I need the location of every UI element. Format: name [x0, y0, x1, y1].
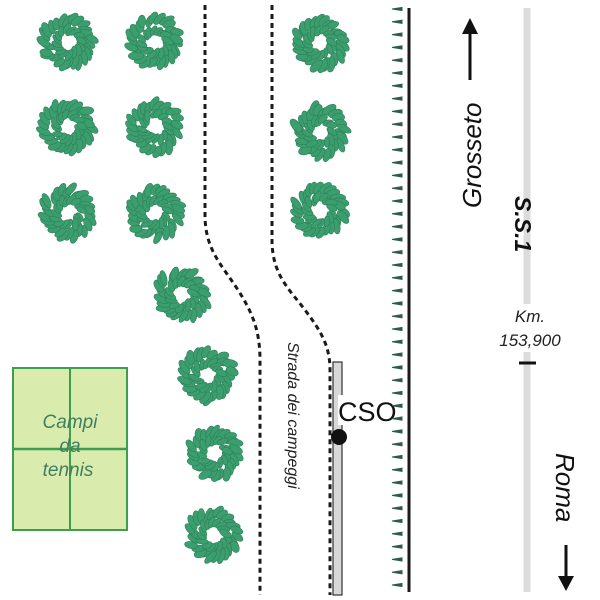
- highway-label: S.S.1: [510, 196, 536, 252]
- guardrail-tick: [391, 326, 403, 332]
- arrow-down-head-icon: [558, 576, 574, 591]
- guardrail-tick: [391, 429, 403, 434]
- tree-icon: [36, 12, 99, 72]
- direction-roma-label: Roma: [550, 453, 580, 522]
- tree-icon: [36, 99, 99, 157]
- guardrail-tick: [391, 275, 403, 280]
- guardrail-tick: [391, 173, 403, 178]
- guardrail-tick: [391, 198, 403, 204]
- tree-icon: [289, 100, 352, 162]
- guardrail-tick: [391, 109, 403, 114]
- camp-road-left-edge: [203, 5, 262, 595]
- tree-icon: [292, 13, 350, 74]
- km-label: Km.: [515, 307, 545, 326]
- guardrail-tick: [391, 390, 403, 396]
- guardrail-tick: [391, 250, 403, 255]
- direction-grosseto-label: Grosseto: [457, 103, 487, 209]
- guardrail-tick: [391, 493, 403, 498]
- guardrail-tick: [391, 480, 403, 485]
- guardrail-tick: [391, 352, 403, 357]
- guardrail-tick: [391, 134, 403, 140]
- guardrail-tick: [391, 45, 403, 50]
- guardrail-tick: [391, 6, 403, 12]
- tree-icon: [290, 181, 350, 239]
- guardrail-tick: [391, 416, 403, 421]
- tennis-label-line2: da: [59, 436, 80, 457]
- arrow-up-head-icon: [462, 18, 478, 34]
- tree-icon: [125, 96, 184, 159]
- station-bar: [332, 361, 343, 596]
- guardrail-tick: [391, 531, 403, 536]
- tennis-courts: Campi da tennis: [12, 367, 128, 531]
- guardrail-tick: [391, 96, 403, 101]
- guardrail-tick: [391, 365, 403, 370]
- tree-icon: [177, 345, 239, 407]
- direction-grosseto: Grosseto: [457, 18, 487, 208]
- camp-road-label: Strada dei campeggi: [284, 342, 301, 489]
- tree-icon: [184, 505, 244, 565]
- guardrail-tick: [391, 83, 403, 88]
- guardrail-tick: [391, 211, 403, 216]
- guardrail-tick: [391, 224, 403, 229]
- guardrail-tick: [391, 442, 403, 447]
- tennis-label-line3: tennis: [43, 460, 94, 481]
- camp-road-right-edge: [270, 5, 332, 595]
- guardrail-tick: [391, 288, 403, 293]
- guardrail-tick: [391, 122, 403, 127]
- guardrail-tick: [391, 403, 403, 408]
- guardrail-tick: [391, 314, 403, 319]
- guardrail-tick: [391, 518, 403, 524]
- guardrail-tick: [391, 160, 403, 165]
- tree-icon: [37, 182, 97, 244]
- tree-icon: [153, 266, 212, 323]
- tree-icon: [185, 424, 244, 482]
- guardrail-tick: [391, 557, 403, 562]
- station-marker[interactable]: [331, 429, 347, 445]
- guardrail-tick: [391, 467, 403, 472]
- guardrail-tick: [391, 19, 403, 24]
- tennis-label-line1: Campi: [43, 412, 99, 433]
- tree-icon: [126, 182, 186, 245]
- guardrail-tick: [391, 58, 403, 63]
- guardrail-tick: [391, 70, 403, 76]
- guardrail-tick: [391, 339, 403, 344]
- station-label: CSO: [338, 397, 397, 427]
- direction-roma: Roma: [550, 453, 580, 591]
- guardrail-tick: [391, 32, 403, 37]
- tree-icon: [124, 11, 184, 71]
- guardrail-tick: [391, 582, 403, 588]
- guardrail-tick: [391, 454, 403, 460]
- guardrail-tick: [391, 301, 403, 306]
- guardrail-tick: [391, 237, 403, 242]
- guardrail-tick: [391, 570, 403, 575]
- trees: [36, 11, 352, 565]
- station-label-bg: [338, 395, 402, 425]
- guardrail-tick: [391, 147, 403, 152]
- guardrail-tick: [391, 544, 403, 549]
- guardrail-ticks: [391, 6, 403, 588]
- guardrail-tick: [391, 378, 403, 383]
- guardrail-tick: [391, 262, 403, 268]
- km-value: 153,900: [499, 331, 561, 350]
- km-label-bg: [488, 304, 566, 352]
- guardrail-tick: [391, 506, 403, 511]
- guardrail-tick: [391, 186, 403, 191]
